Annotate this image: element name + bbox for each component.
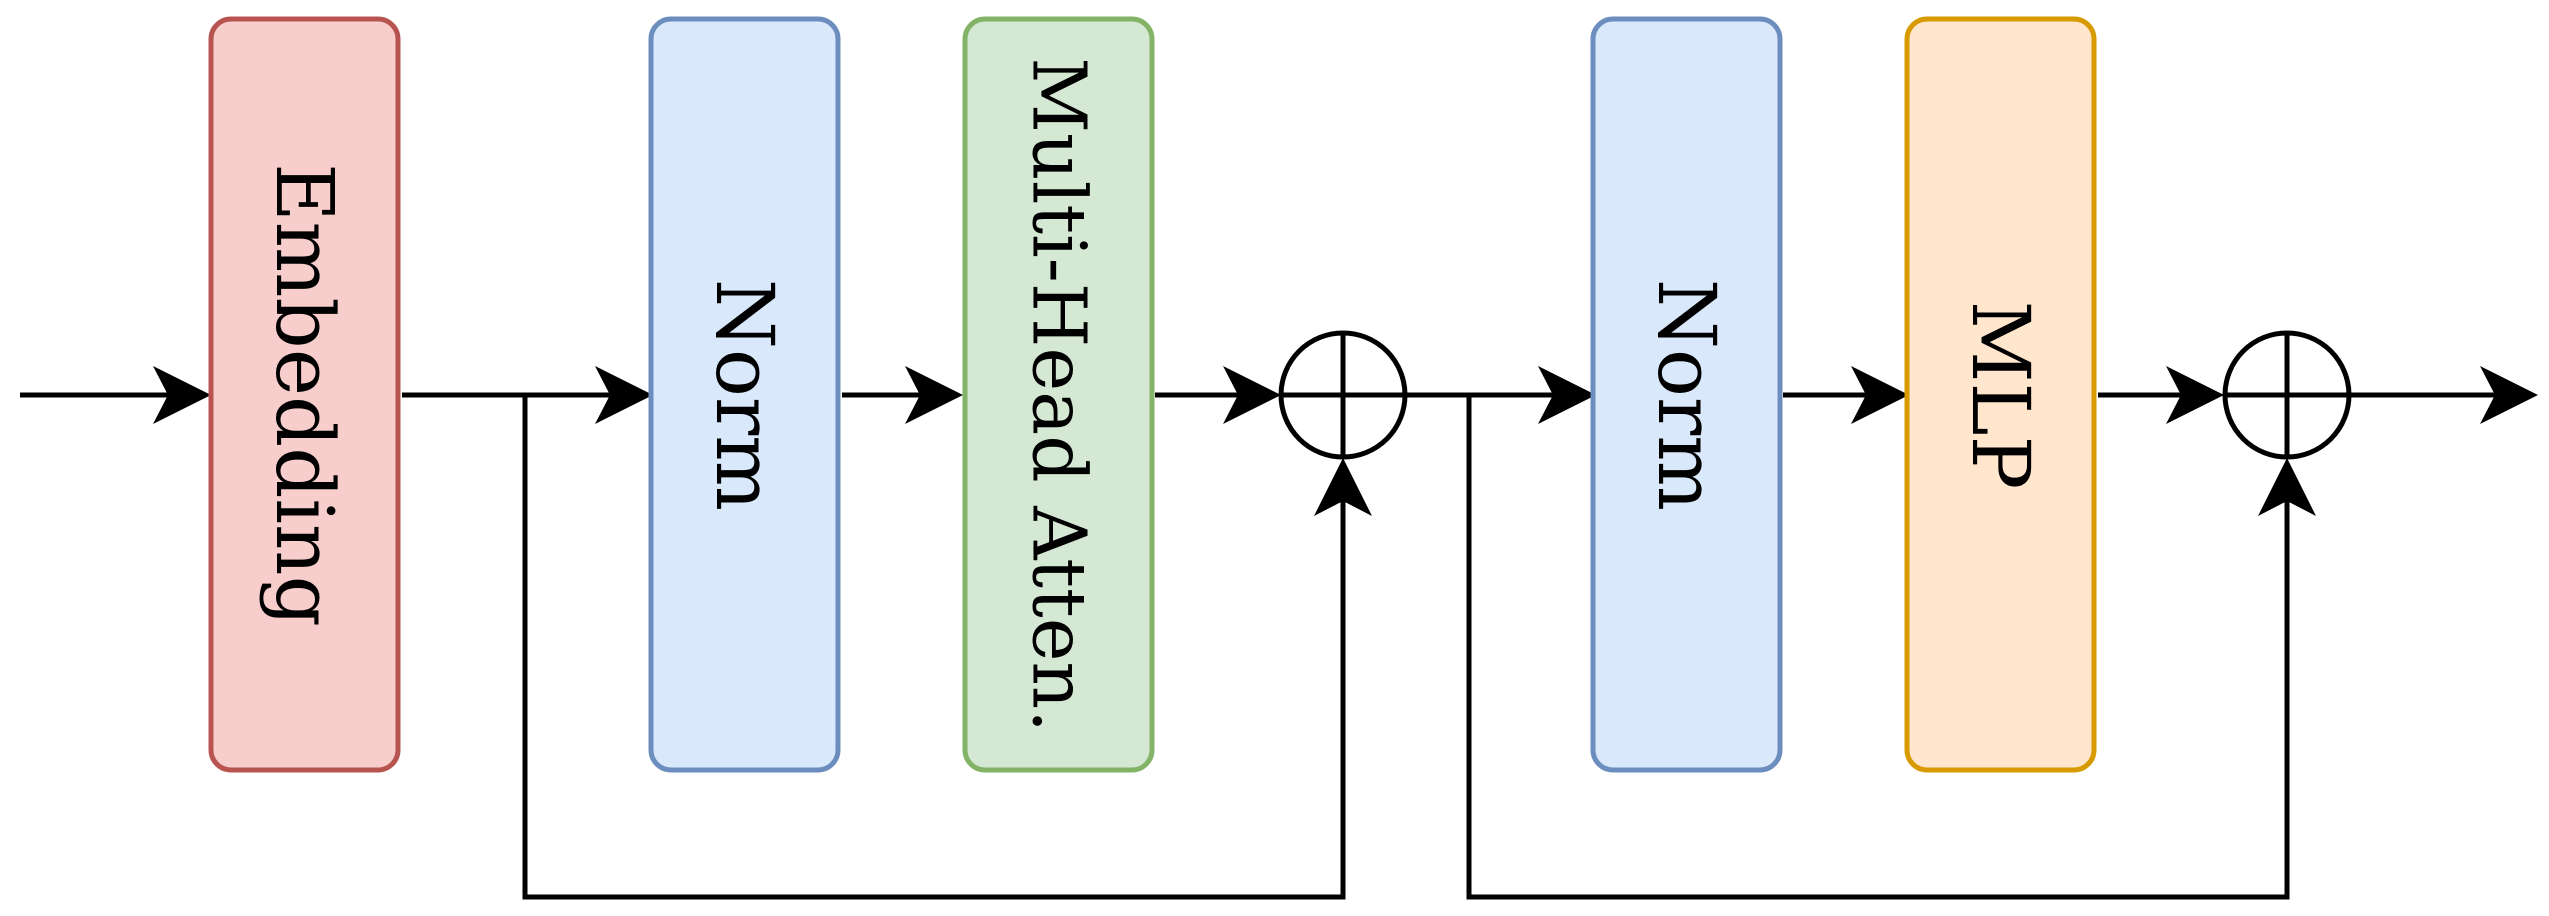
arrowhead — [2258, 458, 2316, 516]
mlp-block: MLP — [1904, 16, 2097, 773]
norm-block-1-box — [648, 16, 841, 773]
residual-add-2 — [2222, 330, 2352, 460]
mlp-block-box — [1904, 16, 2097, 773]
arrowhead — [595, 366, 653, 424]
norm-label-1: Norm — [698, 279, 791, 511]
arrowhead — [2480, 366, 2538, 424]
residual-connection-2 — [1466, 395, 2290, 900]
mlp-label: MLP — [1954, 301, 2047, 490]
arrowhead — [1223, 366, 1281, 424]
embedding-block: Embedding — [208, 16, 401, 773]
arrowhead — [1538, 366, 1596, 424]
residual-add-1 — [1278, 330, 1408, 460]
norm-label-2: Norm — [1640, 279, 1733, 511]
arrowhead — [1314, 458, 1372, 516]
embedding-block-box — [208, 16, 401, 773]
arrowhead — [2166, 366, 2224, 424]
embedding-label: Embedding — [258, 163, 351, 627]
arrowhead — [1851, 366, 1909, 424]
attention-label: Multi-Head Atten. — [1016, 57, 1102, 732]
norm-block-2: Norm — [1590, 16, 1783, 773]
norm-block-1: Norm — [648, 16, 841, 773]
residual-connection-1 — [522, 395, 1346, 900]
multi-head-attention-block: Multi-Head Atten. — [962, 16, 1155, 773]
arrowhead — [153, 366, 211, 424]
norm-block-2-box — [1590, 16, 1783, 773]
attention-block-box — [962, 16, 1155, 773]
arrowhead — [905, 366, 963, 424]
